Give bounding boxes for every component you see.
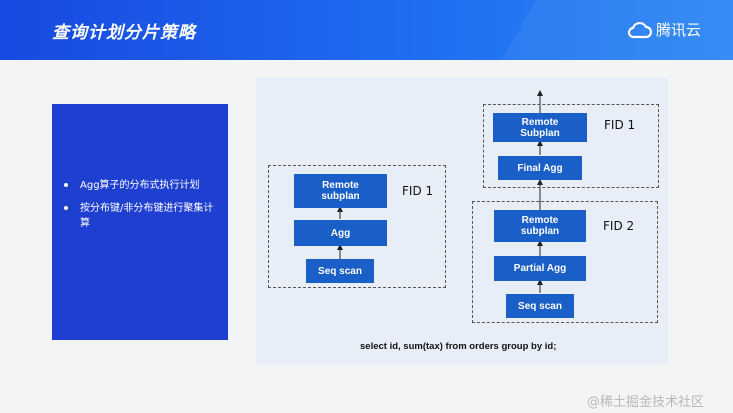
bullet-item: 按分布键/非分布键进行聚集计算	[64, 201, 220, 231]
bullet-list: Agg算子的分布式执行计划 按分布键/非分布键进行聚集计算	[64, 178, 220, 239]
fid-label: FID 2	[603, 219, 635, 233]
bullet-item: Agg算子的分布式执行计划	[64, 178, 220, 193]
fid-label: FID 1	[402, 184, 434, 198]
seq-scan-node: Seq scan	[506, 294, 574, 318]
query-plan-diagram: Remote subplan Agg Seq scan FID 1 Remote…	[256, 78, 668, 364]
fid-label: FID 1	[604, 118, 636, 132]
plan-arrows	[337, 90, 543, 293]
remote-subplan-node: Remote subplan	[494, 210, 586, 242]
fragment-right-lower	[472, 201, 658, 323]
partial-agg-node: Partial Agg	[494, 256, 586, 281]
fragment-left	[268, 165, 446, 288]
sql-caption: select id, sum(tax) from orders group by…	[360, 341, 557, 352]
fragment-right-upper	[483, 104, 659, 188]
sidebar-panel: Agg算子的分布式执行计划 按分布键/非分布键进行聚集计算	[52, 104, 228, 340]
remote-subplan-node: Remote subplan	[294, 174, 387, 208]
header-bar: 查询计划分片策略 腾讯云	[0, 0, 733, 60]
cloud-icon	[627, 21, 653, 38]
watermark: @稀土掘金技术社区	[587, 395, 705, 410]
final-agg-node: Final Agg	[498, 156, 582, 180]
tencent-cloud-logo: 腾讯云	[627, 19, 701, 40]
remote-subplan-node: Remote Subplan	[493, 113, 587, 142]
seq-scan-node: Seq scan	[306, 259, 374, 283]
logo-text: 腾讯云	[656, 21, 702, 39]
page-title: 查询计划分片策略	[52, 23, 196, 43]
agg-node: Agg	[294, 220, 387, 246]
